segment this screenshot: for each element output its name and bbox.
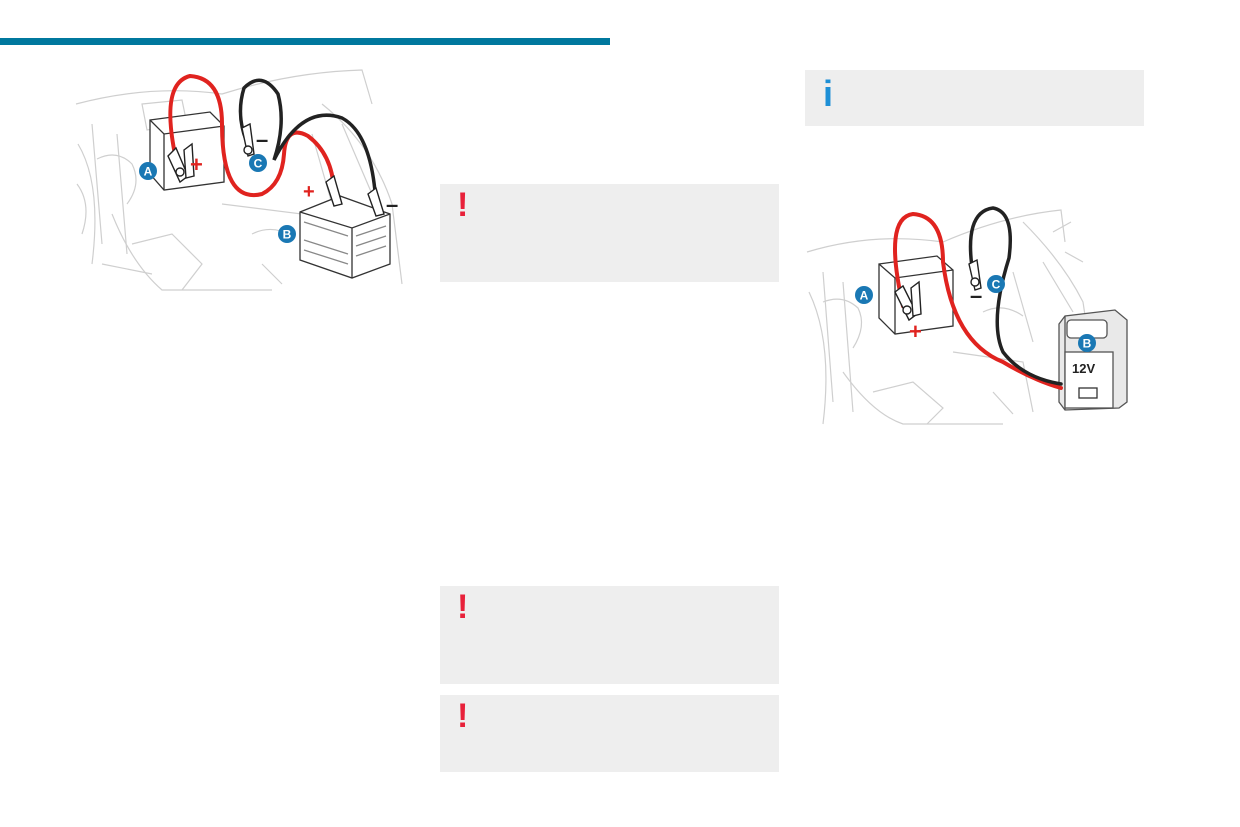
info-note: i (805, 70, 1144, 126)
positive-cable (168, 73, 336, 198)
warning-note-2: ! (440, 586, 779, 684)
label-b-circle (278, 225, 296, 243)
warning-note-1: ! (440, 184, 779, 282)
label-c: C (254, 157, 263, 171)
label-a: A (860, 289, 869, 303)
label-a-circle (139, 162, 157, 180)
positive-sign: + (190, 152, 203, 177)
label-b-circle (1078, 334, 1096, 352)
label-c-circle (249, 154, 267, 172)
negative-cable (238, 78, 378, 206)
info-icon: i (823, 73, 834, 114)
label-c-circle (987, 275, 1005, 293)
negative-sign: – (970, 283, 982, 308)
positive-sign: + (909, 319, 922, 344)
warning-note-3: ! (440, 695, 779, 772)
warning-icon: ! (457, 186, 469, 224)
label-a-circle (855, 286, 873, 304)
section-header-bar (0, 38, 610, 45)
booster-pack-illustration: A C B + – 12V (803, 202, 1133, 428)
booster-voltage: 12V (1072, 361, 1095, 376)
positive-cable (893, 211, 1063, 390)
booster-negative-sign: – (386, 192, 398, 217)
cable-negative-sign: – (256, 127, 268, 152)
booster-battery (299, 195, 391, 279)
negative-cable (968, 206, 1063, 386)
label-c: C (992, 278, 1001, 292)
warning-icon: ! (457, 697, 469, 735)
label-b: B (1083, 337, 1092, 351)
label-a: A (144, 165, 153, 179)
warning-icon: ! (457, 588, 469, 626)
label-b: B (283, 228, 292, 242)
booster-positive-sign: + (303, 181, 315, 203)
booster-battery-illustration: A C B + + – – (72, 64, 412, 296)
booster-pack (1058, 309, 1128, 411)
